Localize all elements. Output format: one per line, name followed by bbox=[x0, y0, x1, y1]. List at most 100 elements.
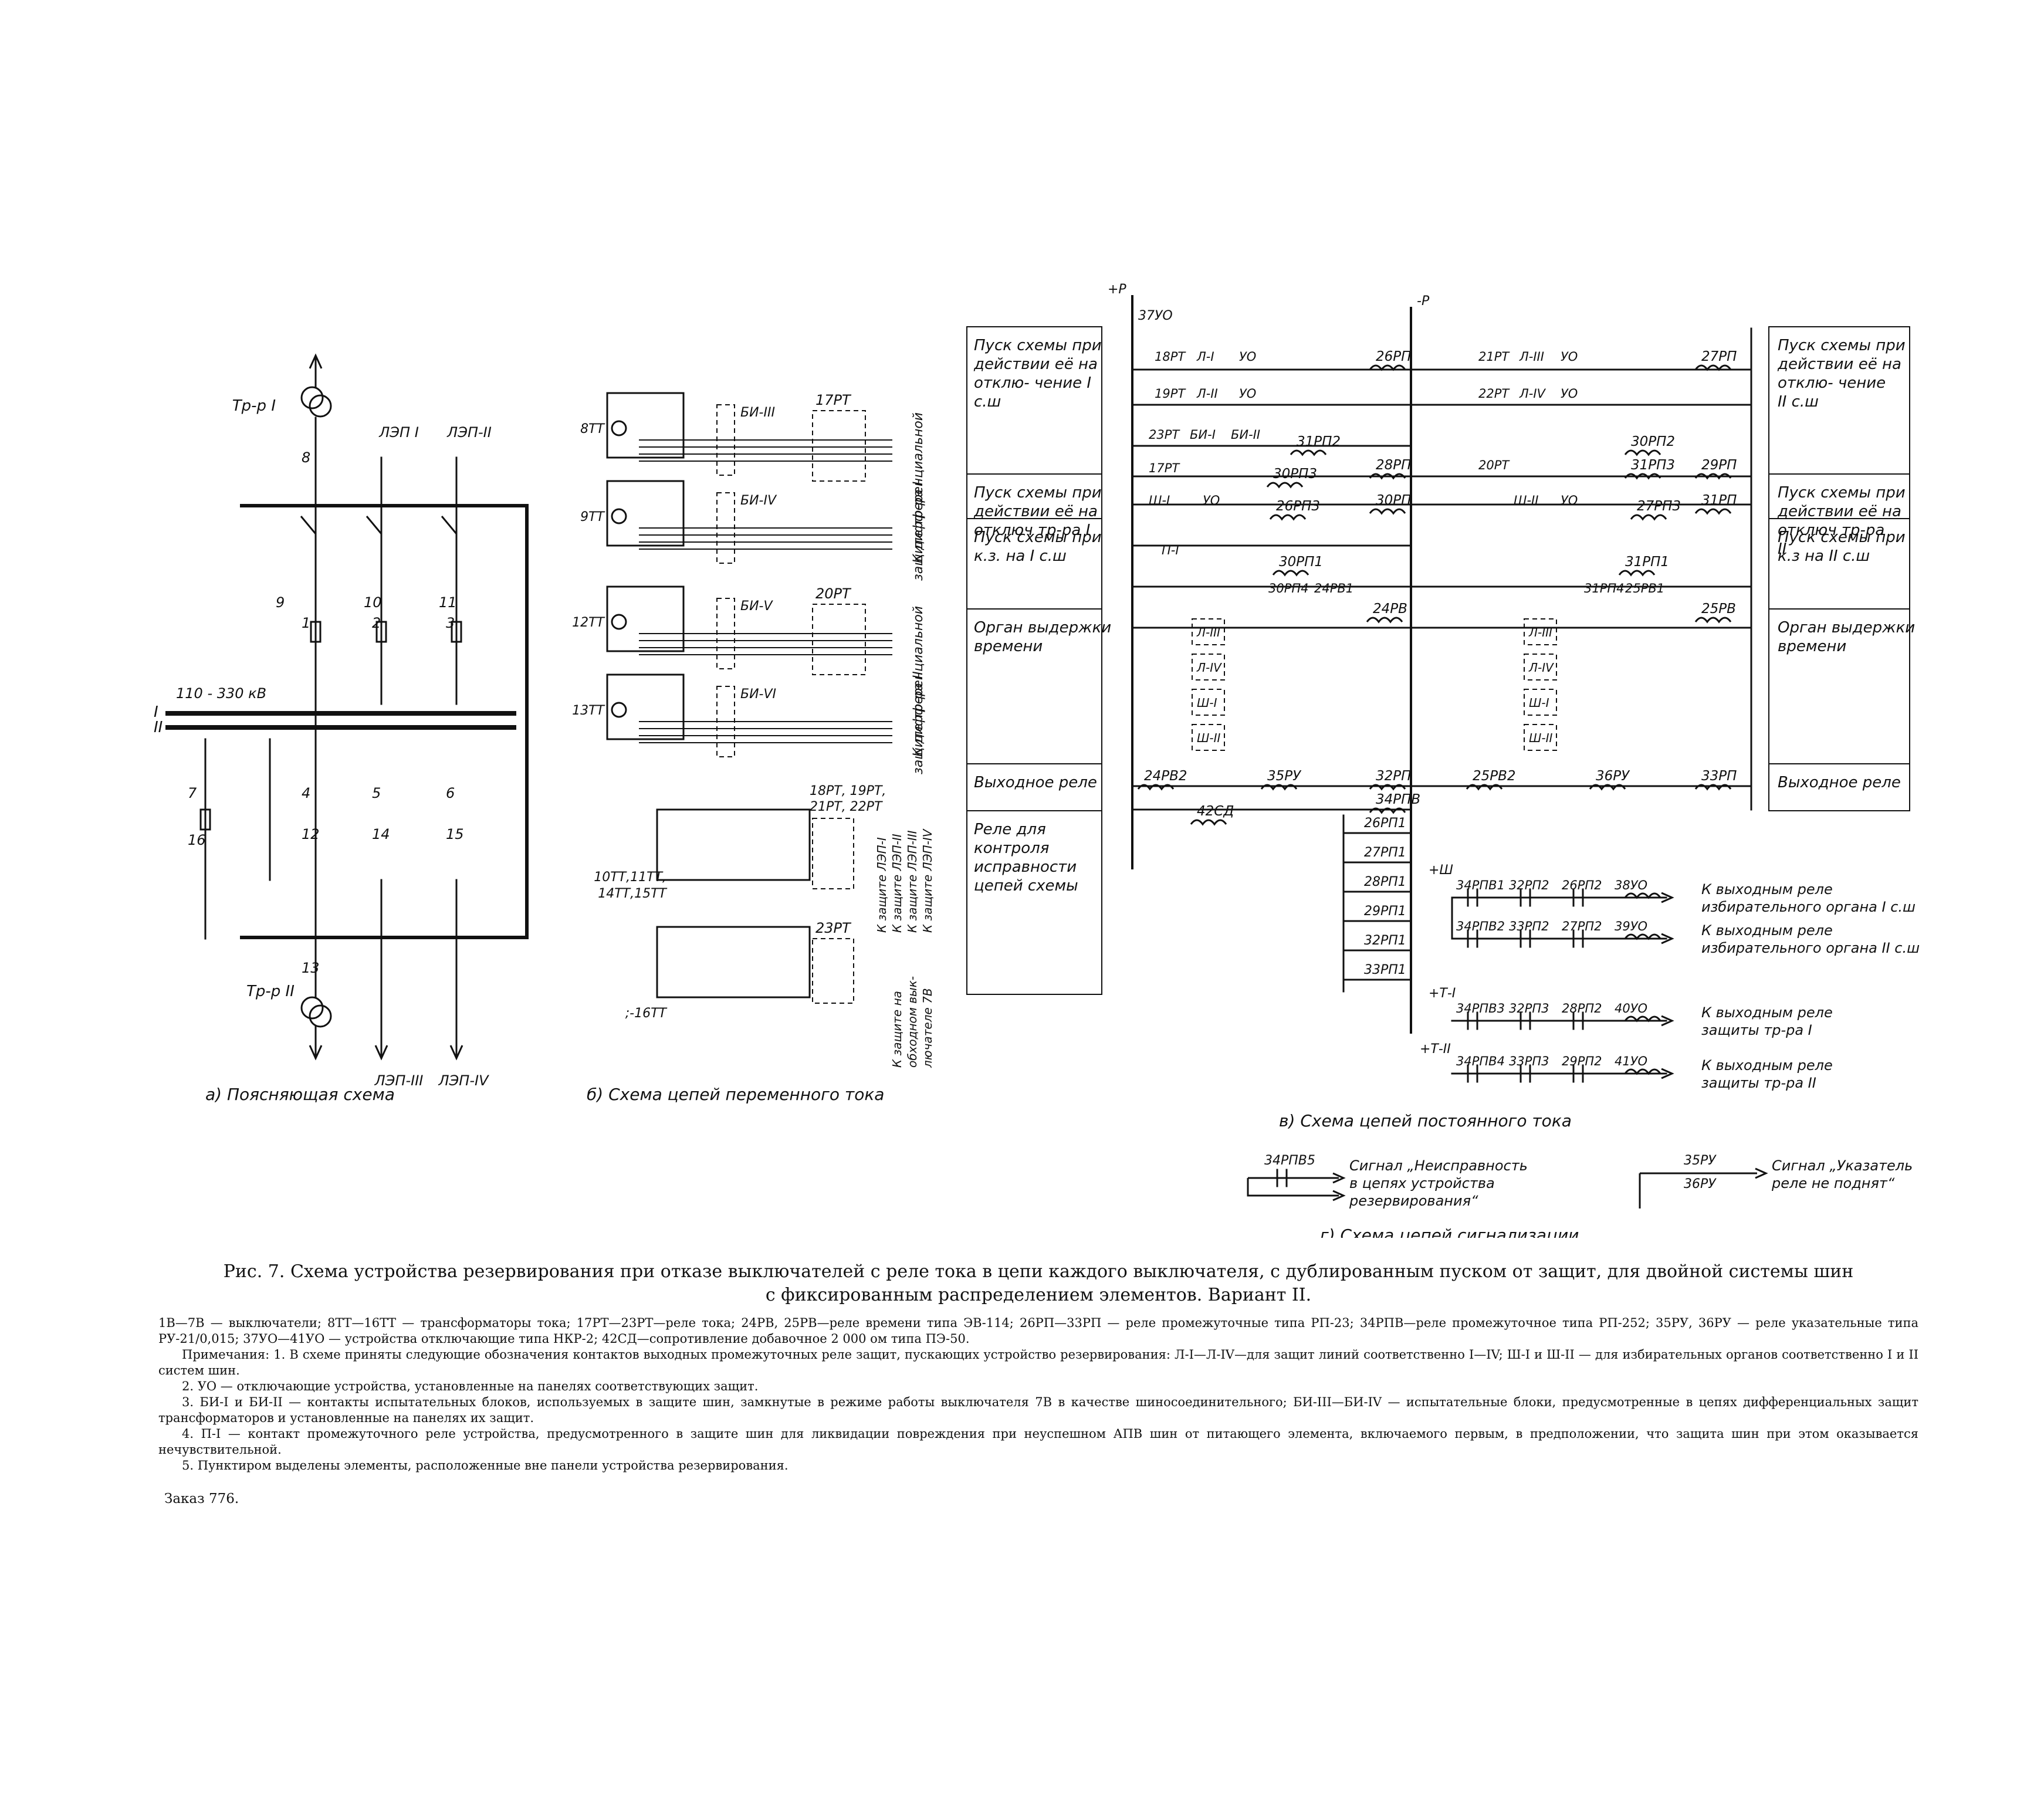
to-line-2: К защите ЛЭП-III bbox=[905, 830, 919, 933]
output-2-target-line-1: защиты тр-ра I bbox=[1701, 1022, 1812, 1038]
to-diff-1-line-1: защите тр-ра I bbox=[911, 482, 926, 581]
left-ladder-box-3 bbox=[1192, 724, 1225, 751]
left-contact-7: БИ-I bbox=[1190, 428, 1216, 442]
right-block-4 bbox=[1768, 763, 1910, 811]
output-0-contact-1: 32РП2 bbox=[1509, 878, 1549, 892]
line-3-label: ЛЭП-III bbox=[374, 1072, 424, 1089]
bus-II-label: II bbox=[154, 719, 163, 736]
minus-p-label: -Р bbox=[1417, 294, 1430, 309]
left-block-text-0-line-0: Пуск схемы при bbox=[974, 337, 1102, 354]
element-number-13: 13 bbox=[302, 960, 320, 976]
legend-note-5: 5. Пунктиром выделены элементы, располож… bbox=[182, 1458, 789, 1472]
monitor-label-0: 26РП1 bbox=[1364, 816, 1406, 831]
left-coil-8 bbox=[1137, 784, 1175, 791]
left-block-5 bbox=[966, 810, 1102, 995]
signal-left-text-line-0: Сигнал „Неисправность bbox=[1349, 1157, 1528, 1174]
output-0-coil bbox=[1624, 892, 1661, 899]
right-coil-label-8: 25РВ2 bbox=[1473, 769, 1516, 784]
right-block-text-1-line-3: II bbox=[1778, 540, 1786, 558]
left-contact-9: 17РТ bbox=[1149, 461, 1180, 475]
output-1-contact-1: 33РП2 bbox=[1509, 919, 1549, 933]
signal-left-text-line-1: в цепях устройства bbox=[1349, 1175, 1495, 1191]
legend-elements: 1В—7В — выключатели; 8ТТ—16ТТ — трансфор… bbox=[158, 1316, 1918, 1346]
right-block-text-4-line-0: Выходное реле bbox=[1778, 774, 1901, 791]
right-contact-0: 21РТ bbox=[1478, 350, 1510, 364]
left-coil-5 bbox=[1369, 508, 1406, 515]
monitor-label-3: 29РП1 bbox=[1364, 904, 1406, 919]
output-3-target-line-1: защиты тр-ра II bbox=[1701, 1075, 1816, 1091]
right-coil-3 bbox=[1694, 473, 1732, 480]
left-coil-10 bbox=[1369, 784, 1406, 791]
signal-right-relay-1: 36РУ bbox=[1684, 1177, 1717, 1191]
left-coil-label-9: 35РУ bbox=[1267, 769, 1302, 784]
right-block-text-0-line-2: отклю- чение bbox=[1778, 374, 1886, 392]
relay-17-label: 17РТ bbox=[815, 392, 852, 408]
legend: 1В—7В — выключатели; 8ТТ—16ТТ — трансфор… bbox=[158, 1315, 1918, 1474]
breaker-2 bbox=[451, 621, 462, 643]
output-1-contact-3: 39УО bbox=[1615, 919, 1647, 933]
left-ladder-box-1 bbox=[1192, 654, 1225, 681]
ct-label-2: 12ТТ bbox=[572, 615, 605, 630]
output-0-target-line-1: избирательного органа I с.ш bbox=[1701, 899, 1916, 915]
ct-3 bbox=[611, 702, 627, 718]
element-number-14: 14 bbox=[372, 826, 390, 842]
right-coil-6 bbox=[1618, 570, 1656, 577]
output-3-contact-3: 41УО bbox=[1615, 1054, 1647, 1068]
output-arrow-2 bbox=[1661, 1015, 1674, 1027]
right-ladder-label-1: Л-IV bbox=[1528, 661, 1554, 675]
left-block-text-5-line-0: Реле для bbox=[974, 821, 1046, 838]
ct-0 bbox=[611, 420, 627, 436]
right-coil-label-0: 27РП bbox=[1701, 349, 1737, 364]
test-block-label-1: БИ-IV bbox=[740, 493, 777, 508]
right-contact-3: 22РТ bbox=[1478, 387, 1510, 401]
left-coil-label-8: 24РВ2 bbox=[1144, 769, 1187, 784]
left-contact-0: 18РТ bbox=[1155, 350, 1186, 364]
right-contact-2: УО bbox=[1561, 350, 1578, 364]
signal-left-arrow-b bbox=[1332, 1190, 1346, 1201]
relay-20-box bbox=[812, 604, 866, 675]
breaker-1 bbox=[375, 621, 387, 643]
output-1-contact-2: 27РП2 bbox=[1562, 919, 1602, 933]
disconnector-2 bbox=[441, 516, 458, 534]
left-coil-label-4: 26РП3 bbox=[1276, 499, 1320, 514]
output-2-contact-2: 28РП2 bbox=[1562, 1001, 1602, 1015]
left-coil-label-11: 34РПВ bbox=[1376, 792, 1420, 807]
monitor-label-1: 27РП1 bbox=[1364, 845, 1406, 860]
right-contact-7: Ш-II bbox=[1514, 493, 1538, 507]
output-1-target-line-1: избирательного органа II с.ш bbox=[1701, 940, 1920, 956]
line-3-arrow bbox=[374, 1045, 388, 1061]
plus-t2-label: +Т-II bbox=[1420, 1042, 1451, 1057]
ct-label-10-11: 10ТТ,11ТТ, bbox=[594, 870, 666, 885]
right-block-text-3-line-1: времени bbox=[1778, 638, 1846, 655]
panel-g-caption-line-0: г) Схема цепей сигнализации bbox=[1320, 1226, 1579, 1238]
element-number-6: 6 bbox=[446, 785, 455, 801]
relay-18-22-box bbox=[812, 818, 854, 889]
to-switch-0: К защите на bbox=[890, 991, 904, 1068]
signal-left-relay: 34РПВ5 bbox=[1264, 1153, 1315, 1168]
right-ladder-box-0 bbox=[1524, 618, 1557, 645]
output-0-contact-0: 34РПВ1 bbox=[1456, 878, 1505, 892]
right-coil-label-4: 27РП3 bbox=[1637, 499, 1681, 514]
right-contact-8: УО bbox=[1561, 493, 1578, 507]
transformer-1-winding-b bbox=[309, 394, 332, 418]
line-4-label: ЛЭП-IV bbox=[438, 1072, 489, 1089]
plus-sh-label: +Ш bbox=[1429, 863, 1453, 878]
signal-right-wire bbox=[1639, 1172, 1757, 1208]
element-number-15: 15 bbox=[446, 826, 464, 842]
relay-18-19-label: 18РТ, 19РТ, bbox=[810, 784, 886, 798]
output-0-contact-2: 26РП2 bbox=[1562, 878, 1602, 892]
left-ladder-box-2 bbox=[1192, 689, 1225, 716]
right-coil-label-7: 25РВ bbox=[1701, 601, 1736, 617]
signal-right-relay-0: 35РУ bbox=[1684, 1153, 1717, 1168]
left-coil-4 bbox=[1269, 514, 1307, 521]
relay-23-box bbox=[812, 938, 854, 1004]
output-1-target-line-0: К выходным реле bbox=[1701, 922, 1833, 939]
right-ladder-label-3: Ш-II bbox=[1529, 731, 1553, 745]
right-block-text-1-line-1: действии её на bbox=[1777, 503, 1901, 520]
left-contact-4: Л-II bbox=[1196, 387, 1218, 401]
to-line-0: К защите ЛЭП-I bbox=[875, 837, 889, 933]
tr1-label: Тр-р I bbox=[232, 397, 276, 415]
left-block-text-5-line-3: цепей схемы bbox=[974, 877, 1078, 895]
ct-label-3: 13ТТ bbox=[572, 703, 605, 718]
